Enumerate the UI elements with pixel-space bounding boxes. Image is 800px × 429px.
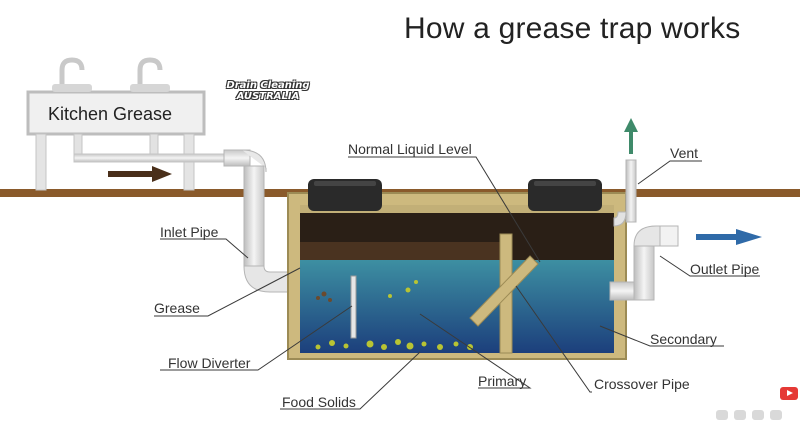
inlet-pipe-label: Inlet Pipe — [160, 224, 219, 240]
grease-label: Grease — [154, 300, 200, 316]
video-control-1[interactable] — [716, 410, 728, 420]
inlet-pipe — [223, 149, 291, 293]
secondary-label: Secondary — [650, 331, 717, 347]
food-solids-label: Food Solids — [282, 394, 356, 410]
brand-line2: AUSTRALIA — [236, 91, 300, 102]
vent-pipe — [613, 159, 637, 227]
outlet-pipe-label: Outlet Pipe — [690, 261, 760, 277]
normal-liquid-level-label: Normal Liquid Level — [348, 141, 472, 157]
flow-arrow-icon — [108, 166, 172, 182]
brand-logo: Drain Cleaning AUSTRALIA — [218, 80, 318, 102]
lid-left — [308, 179, 382, 211]
video-control-2[interactable] — [734, 410, 746, 420]
flow-diverter-label: Flow Diverter — [168, 355, 251, 371]
primary-label: Primary — [478, 373, 527, 389]
crossover-pipe — [469, 255, 539, 327]
flow-diverter — [350, 275, 357, 339]
outlet-pipe — [609, 225, 679, 301]
lid-right — [528, 179, 602, 211]
kitchen-sink — [26, 57, 245, 191]
sink-label: Kitchen Grease — [48, 104, 173, 124]
vent-arrow-icon — [624, 118, 638, 154]
tank — [287, 179, 627, 360]
outlet-arrow-icon — [696, 229, 762, 245]
brand-line1: Drain Cleaning — [226, 80, 310, 91]
page-title: How a grease trap works — [404, 12, 741, 45]
crossover-pipe-label: Crossover Pipe — [594, 376, 690, 392]
leader-lines — [154, 156, 760, 410]
food-solids — [315, 280, 473, 350]
video-control-3[interactable] — [752, 410, 764, 420]
video-control-4[interactable] — [770, 410, 782, 420]
youtube-icon[interactable] — [780, 387, 798, 400]
vent-label: Vent — [670, 145, 699, 161]
